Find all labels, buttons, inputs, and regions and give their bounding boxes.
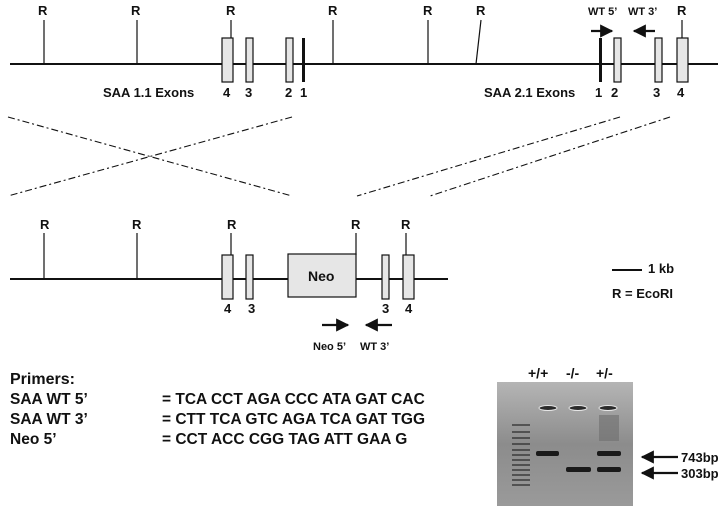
saa21-exon-1: [599, 38, 602, 82]
exon-number: 3: [382, 301, 389, 316]
primer-name: SAA WT 3’: [10, 411, 88, 428]
ecori-site: [475, 19, 482, 65]
ko-exon-4b: [402, 254, 415, 300]
legend: 1 kb R = EcoRI: [612, 261, 674, 301]
scale-label: 1 kb: [648, 261, 674, 276]
ecori-label: R: [227, 217, 237, 232]
ko-exon-3b: [381, 254, 390, 300]
primer-sequence: = TCA CCT AGA CCC ATA GAT CAC: [162, 391, 425, 408]
primer-title: Primers:: [10, 371, 75, 388]
gel-band-303: [566, 467, 591, 472]
ecori-legend: R = EcoRI: [612, 286, 673, 301]
saa21-exon-3: [654, 37, 663, 83]
saa21-exons-label: SAA 2.1 Exons: [484, 85, 575, 100]
band-label-303: 303bp: [681, 466, 719, 481]
saa21-exon-2: [613, 37, 622, 83]
gel-smear: [599, 415, 619, 441]
primer-sequence: = CTT TCA GTC AGA TCA GAT TGG: [162, 411, 426, 428]
primer-wt3-label: WT 3’: [628, 6, 657, 18]
exon-number: 4: [224, 301, 232, 316]
gel-band-743: [536, 451, 559, 456]
exon-number: 2: [285, 85, 292, 100]
primer-neo5-label: Neo 5’: [313, 341, 346, 353]
exon-number: 3: [245, 85, 252, 100]
wild-type-locus: R R R R R R R SAA 1.1 Exons 4 3 2 1 SAA …: [10, 3, 718, 100]
pcr-gel: +/+ -/- +/- 743bp: [497, 365, 719, 506]
gel-band-743: [597, 451, 621, 456]
ecori-label: R: [131, 3, 141, 18]
neo-label: Neo: [308, 268, 334, 284]
saa11-exons-label: SAA 1.1 Exons: [103, 85, 194, 100]
primer-wt3-label: WT 3’: [360, 341, 389, 353]
exon-number: 4: [405, 301, 413, 316]
primer-list: Primers: SAA WT 5’ = TCA CCT AGA CCC ATA…: [10, 370, 425, 450]
exon-number: 4: [677, 85, 685, 100]
crossover-line: [7, 116, 293, 197]
ecori-label: R: [423, 3, 433, 18]
ko-exon-4: [221, 254, 234, 300]
gel-ladder: [512, 424, 530, 486]
gel-well: [598, 405, 618, 411]
exon-number: 3: [653, 85, 660, 100]
gel-lane-label: +/+: [528, 365, 548, 381]
primer-row: SAA WT 5’ = TCA CCT AGA CCC ATA GAT CAC: [10, 390, 425, 410]
exon-number: 1: [595, 85, 602, 100]
ko-exon-3: [245, 254, 254, 300]
ecori-label: R: [132, 217, 142, 232]
exon-number: 3: [248, 301, 255, 316]
saa11-exon-1: [302, 38, 305, 82]
neo-cassette: [287, 253, 357, 298]
ecori-label: R: [476, 3, 486, 18]
crossover-line: [7, 116, 293, 197]
gel-well: [538, 405, 558, 411]
ecori-label: R: [40, 217, 50, 232]
primer-sequence: = CCT ACC CGG TAG ATT GAA G: [162, 431, 408, 448]
saa11-exon-4: [221, 37, 234, 83]
primer-wt5-label: WT 5’: [588, 6, 617, 18]
saa21-exon-4: [676, 37, 689, 83]
band-label-743: 743bp: [681, 450, 719, 465]
primer-name: SAA WT 5’: [10, 391, 88, 408]
saa11-exon-2: [285, 37, 294, 83]
ecori-label: R: [351, 217, 361, 232]
gel-band-303: [597, 467, 621, 472]
exon-number: 2: [611, 85, 618, 100]
primer-row: Neo 5’ = CCT ACC CGG TAG ATT GAA G: [10, 430, 425, 450]
ecori-label: R: [38, 3, 48, 18]
exon-number: 4: [223, 85, 231, 100]
targeted-locus: R R R R R Neo 4 3 3 4 Neo 5’ WT 3’: [10, 217, 448, 353]
saa11-exon-3: [245, 37, 254, 83]
exon-number: 1: [300, 85, 307, 100]
primer-name: Neo 5’: [10, 431, 57, 448]
ecori-label: R: [328, 3, 338, 18]
primer-row: SAA WT 3’ = CTT TCA GTC AGA TCA GAT TGG: [10, 410, 425, 430]
ecori-label: R: [401, 217, 411, 232]
gel-lane-label: +/-: [596, 365, 613, 381]
gel-lane-label: -/-: [566, 365, 580, 381]
recombination-crossover: [7, 116, 671, 197]
crossover-line: [356, 116, 621, 197]
crossover-line: [429, 116, 671, 197]
ecori-label: R: [226, 3, 236, 18]
ecori-label: R: [677, 3, 687, 18]
gel-well: [568, 405, 588, 411]
